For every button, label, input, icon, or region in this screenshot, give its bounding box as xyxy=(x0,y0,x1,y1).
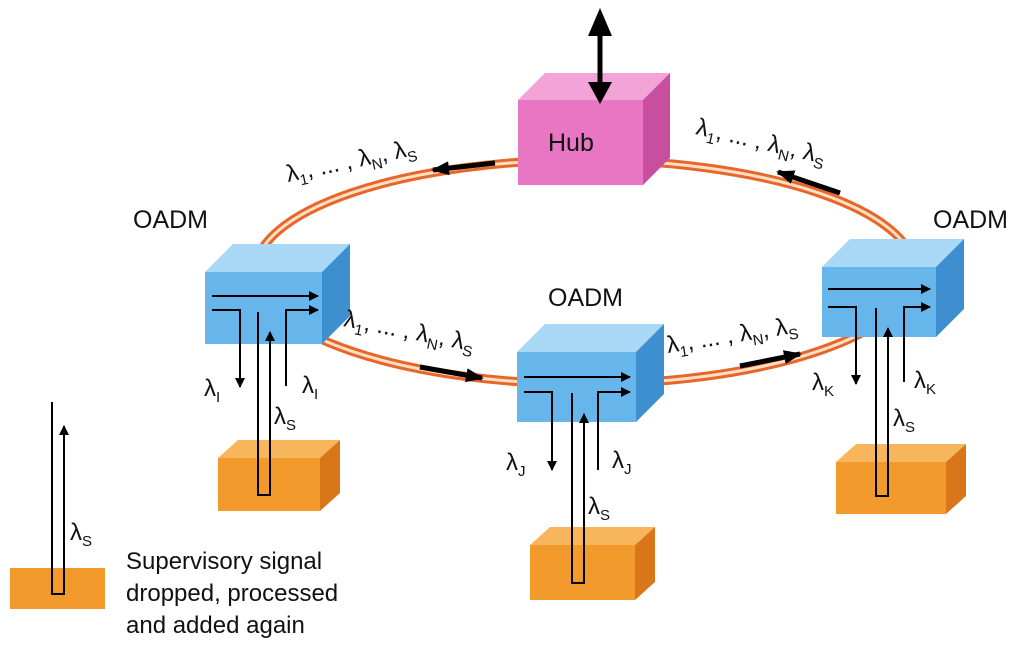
legend-loop xyxy=(51,402,69,595)
local-node-center xyxy=(530,527,655,600)
supervisory-label-right: λS xyxy=(893,405,915,436)
legend-text: Supervisory signal dropped, processed an… xyxy=(126,546,338,642)
supervisory-loop-center xyxy=(571,393,589,584)
legend-line-1: Supervisory signal xyxy=(126,548,323,575)
oadm-center: OADM xyxy=(517,284,664,471)
legend-signal-label: λS xyxy=(70,519,92,550)
ring-arrow-top-left xyxy=(431,160,496,176)
legend-line-3: and added again xyxy=(126,612,305,639)
supervisory-label-center: λS xyxy=(588,493,610,524)
local-node-right xyxy=(836,444,966,514)
oadm-center-label: OADM xyxy=(548,284,623,312)
add-label-right: λK xyxy=(914,367,936,398)
ring-direction-arrows xyxy=(419,160,841,383)
drop-label-right: λK xyxy=(812,369,834,400)
ring-arrow-bottom-right xyxy=(739,350,802,369)
drop-label-left: λI xyxy=(204,375,220,406)
hub-up-arrowhead xyxy=(588,8,612,36)
ring-arrow-top-right xyxy=(776,169,841,196)
hub-down-arrowhead xyxy=(588,82,612,104)
add-label-center: λJ xyxy=(612,447,632,478)
supervisory-loop-right xyxy=(875,308,893,497)
add-label-left: λI xyxy=(302,372,318,403)
legend-symbol: λS xyxy=(10,402,105,609)
local-node-left xyxy=(218,440,340,511)
ring-arrow-bottom-left xyxy=(419,364,484,383)
oadm-left: OADM xyxy=(133,206,350,388)
hub-node: Hub xyxy=(518,8,670,185)
supervisory-label-left: λS xyxy=(274,403,296,434)
supervisory-loops xyxy=(257,308,893,584)
ring-label-bottom-right: λ1, ... , λN, λS xyxy=(665,312,800,363)
oadm-left-label: OADM xyxy=(133,206,208,234)
hub-label: Hub xyxy=(548,129,594,157)
oadm-right-label: OADM xyxy=(933,206,1008,234)
drop-label-center: λJ xyxy=(506,449,526,480)
oadm-right: OADM xyxy=(822,206,1008,385)
legend-line-2: dropped, processed xyxy=(126,580,339,607)
supervisory-loop-left xyxy=(257,312,275,496)
